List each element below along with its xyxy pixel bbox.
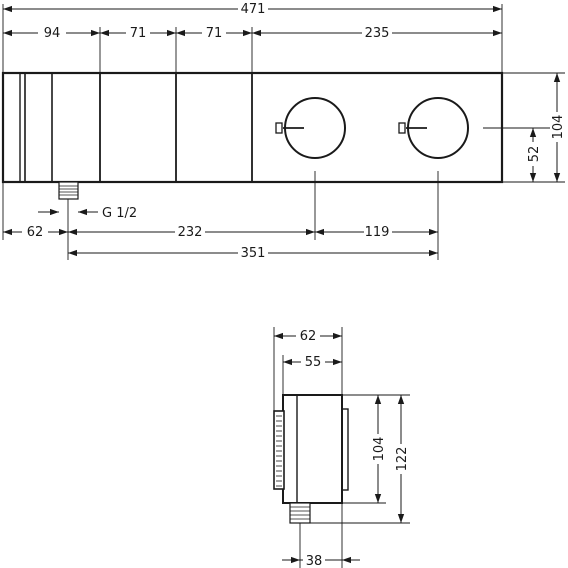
dim-segment-4: 235 (365, 26, 390, 41)
dim-outlet-to-knob2: 351 (241, 246, 266, 261)
side-knob (273, 410, 285, 490)
side-body (282, 394, 343, 504)
dim-outlet-depth: 38 (306, 554, 323, 568)
dim-height: 104 (551, 115, 566, 140)
dim-segment-3: 71 (206, 26, 223, 41)
dim-knob-height: 52 (527, 146, 542, 163)
knob-2 (398, 97, 469, 159)
dim-outlet-offset: 62 (27, 225, 44, 240)
dim-depth: 62 (300, 329, 317, 344)
dim-outlet-to-knob1: 232 (178, 225, 203, 240)
side-view: 62 55 104 122 38 (273, 327, 410, 568)
side-outlet (289, 502, 311, 524)
wall-plate (341, 408, 349, 491)
dim-body-height: 104 (372, 437, 387, 462)
dim-knob-spacing: 119 (365, 225, 390, 240)
hose-holder (24, 72, 53, 183)
thread-label: G 1/2 (102, 206, 137, 221)
outlet-connector (58, 181, 79, 200)
front-view: 471 94 71 71 235 104 52 G 1/2 (1, 1, 566, 261)
dim-total-height: 122 (395, 447, 410, 472)
dim-segment-2: 71 (130, 26, 147, 41)
knob-1 (275, 97, 346, 159)
dim-overall-width: 471 (241, 2, 266, 17)
dim-segment-1: 94 (44, 26, 61, 41)
dim-inner-depth: 55 (305, 355, 322, 370)
